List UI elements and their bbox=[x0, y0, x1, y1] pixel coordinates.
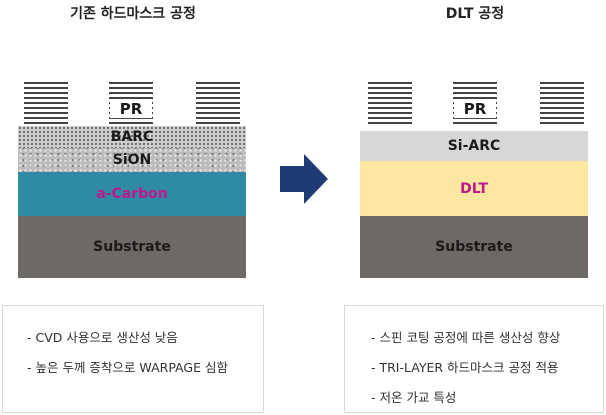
left-process-stack: PR BARC SiON a-Carbon Substrate bbox=[18, 82, 246, 278]
right-arrow-icon bbox=[280, 154, 328, 204]
substrate-layer: Substrate bbox=[360, 216, 588, 278]
pr-column bbox=[24, 82, 68, 126]
siarc-label: Si-ARC bbox=[447, 138, 501, 154]
right-description-box: - 스핀 코팅 공정에 따른 생산성 향상 - TRI-LAYER 하드마스크 … bbox=[344, 305, 604, 413]
siarc-layer: Si-ARC bbox=[360, 131, 588, 161]
pr-label: PR bbox=[454, 100, 496, 118]
pr-label: PR bbox=[110, 100, 152, 118]
bullet-item: - 스핀 코팅 공정에 따른 생산성 향상 bbox=[371, 330, 561, 345]
bullet-item: - CVD 사용으로 생산성 낮음 bbox=[27, 330, 178, 345]
sion-label: SiON bbox=[112, 152, 152, 168]
right-process-stack: PR Si-ARC DLT Substrate bbox=[360, 82, 588, 278]
pr-column bbox=[196, 82, 240, 126]
bullet-item: - 높은 두께 증착으로 WARPAGE 심함 bbox=[27, 360, 228, 375]
acarbon-layer: a-Carbon bbox=[18, 172, 246, 216]
dlt-label: DLT bbox=[460, 180, 488, 197]
right-title: DLT 공정 bbox=[445, 6, 505, 22]
bullet-item: - 저온 가교 특성 bbox=[371, 390, 457, 405]
dlt-layer: DLT bbox=[360, 161, 588, 216]
substrate-label: Substrate bbox=[93, 239, 171, 255]
barc-label: BARC bbox=[110, 129, 154, 145]
substrate-label: Substrate bbox=[435, 239, 513, 255]
pr-column bbox=[368, 82, 412, 126]
barc-layer: BARC bbox=[18, 126, 246, 148]
bullet-item: - TRI-LAYER 하드마스크 공정 적용 bbox=[371, 360, 559, 375]
acarbon-label: a-Carbon bbox=[96, 186, 168, 202]
left-description-box: - CVD 사용으로 생산성 낮음 - 높은 두께 증착으로 WARPAGE 심… bbox=[2, 305, 264, 413]
pr-column bbox=[540, 82, 584, 126]
sion-layer: SiON bbox=[18, 148, 246, 172]
left-title: 기존 하드마스크 공정 bbox=[70, 6, 196, 22]
substrate-layer: Substrate bbox=[18, 216, 246, 278]
